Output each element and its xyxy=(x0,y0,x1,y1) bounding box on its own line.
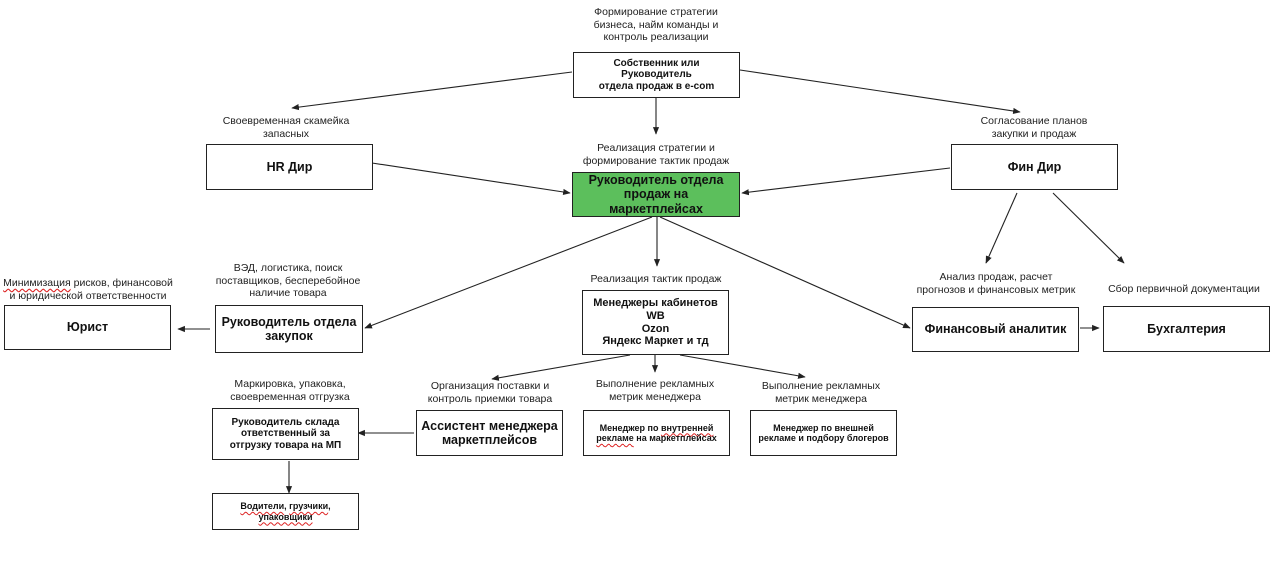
external-ads-manager-node: Менеджер по внешней рекламе и подбору бл… xyxy=(750,410,897,456)
accounting-node: Бухгалтерия xyxy=(1103,306,1270,352)
arrow-cabinets-to-assistant xyxy=(491,354,631,381)
drivers-text-2: , xyxy=(284,501,290,512)
external-ads-note: Выполнение рекламных метрик менеджера xyxy=(761,380,881,405)
arrow-owner-to-hr xyxy=(291,71,573,111)
accounting-note: Сбор первичной документации xyxy=(1108,283,1260,295)
marketplace-assistant-node: Ассистент менеджера маркетплейсов xyxy=(416,410,563,456)
arrow-fin-to-head xyxy=(741,167,951,196)
internal-ads-text-2: внутренней xyxy=(660,422,714,433)
analyst-note: Анализ продаж, расчет прогнозов и финанс… xyxy=(916,271,1076,296)
marketplace-head-note: Реализация стратегии и формирование такт… xyxy=(582,142,730,167)
owner-note: Формирование стратегии бизнеса, найм ком… xyxy=(593,6,719,44)
procurement-note: ВЭД, логистика, поиск поставщиков, беспе… xyxy=(215,262,361,300)
lawyer-note-text-2: рисков, финансовой и юридической ответст… xyxy=(9,277,173,302)
owner-node: Собственник или Руководитель отдела прод… xyxy=(573,52,740,98)
internal-ads-text-4: на маркетплейсах xyxy=(633,433,717,443)
procurement-head-node: Руководитель отдела закупок xyxy=(215,305,363,353)
drivers-loaders-packers-node: Водители, грузчики, упаковщики xyxy=(212,493,359,530)
cabinets-note: Реализация тактик продаж xyxy=(590,273,722,285)
drivers-text-4: , xyxy=(328,501,331,512)
arrow-owner-to-fin xyxy=(739,69,1021,115)
drivers-text-1: Водители xyxy=(240,501,285,512)
arrow-fin-to-accounting xyxy=(1052,192,1125,264)
arrow-head-to-procurement xyxy=(364,216,653,329)
hr-note: Своевременная скамейка запасных xyxy=(222,115,350,140)
arrow-cabinets-to-external-ads xyxy=(679,354,806,379)
warehouse-note: Маркировка, упаковка, своевременная отгр… xyxy=(230,378,350,403)
internal-ads-note: Выполнение рекламных метрик менеджера xyxy=(595,378,715,403)
cabinet-managers-node: Менеджеры кабинетов WB Ozon Яндекс Марке… xyxy=(582,290,729,355)
lawyer-note: Минимизация рисков, финансовой и юридиче… xyxy=(0,277,176,302)
financial-analyst-node: Финансовый аналитик xyxy=(912,307,1079,352)
finance-note: Согласование планов закупки и продаж xyxy=(980,115,1088,140)
warehouse-head-node: Руководитель склада ответственный за отг… xyxy=(212,408,359,460)
marketplace-sales-head-node: Руководитель отдела продаж на маркетплей… xyxy=(572,172,740,217)
lawyer-note-text-1: Минимизация xyxy=(3,277,71,289)
finance-director-node: Фин Дир xyxy=(951,144,1118,190)
assistant-note: Организация поставки и контроль приемки … xyxy=(427,380,553,405)
internal-ads-manager-node: Менеджер по внутренней рекламе на маркетп… xyxy=(583,410,730,456)
drivers-text-3: грузчики xyxy=(289,501,329,512)
drivers-text-5: упаковщики xyxy=(258,511,313,522)
arrow-fin-to-analyst xyxy=(985,192,1018,264)
hr-director-node: HR Дир xyxy=(206,144,373,190)
internal-ads-text-1: Менеджер по xyxy=(599,422,661,433)
arrow-head-to-analyst xyxy=(659,216,911,329)
internal-ads-text-3: рекламе xyxy=(596,433,634,443)
lawyer-node: Юрист xyxy=(4,305,171,350)
arrow-hr-to-head xyxy=(371,162,571,196)
